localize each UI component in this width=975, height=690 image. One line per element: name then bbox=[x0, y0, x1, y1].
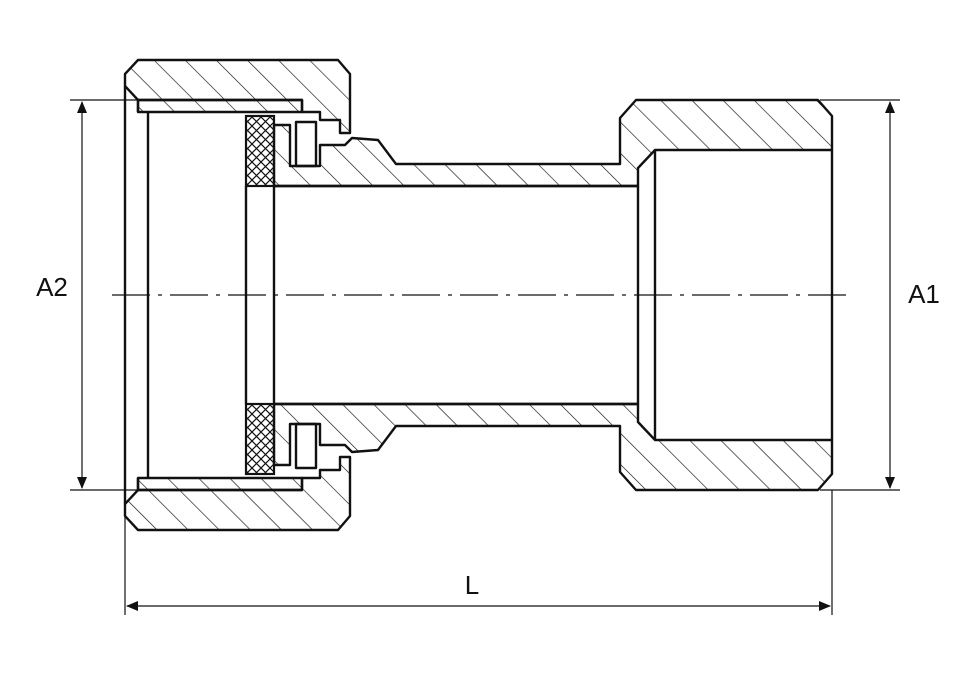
ring-bottom-section bbox=[294, 422, 318, 470]
dimension-l: L bbox=[124, 490, 833, 615]
union-nut bbox=[123, 58, 352, 532]
dimension-a2: A2 bbox=[36, 99, 300, 491]
ring-top-section bbox=[294, 120, 318, 168]
dimension-a1: A1 bbox=[820, 99, 940, 491]
nut-top-lip-section bbox=[136, 98, 304, 114]
nut-bottom-wall-section bbox=[123, 455, 352, 532]
body-top-wall-section bbox=[272, 98, 834, 188]
nut-bottom-lip-section bbox=[136, 476, 304, 492]
body-bottom-wall-section bbox=[272, 402, 834, 492]
gasket-top-section bbox=[244, 114, 276, 188]
dimension-label-a1: A1 bbox=[908, 279, 940, 309]
dimension-label-l: L bbox=[465, 570, 479, 600]
flat-gasket bbox=[244, 114, 276, 476]
gasket-bottom-section bbox=[244, 402, 276, 476]
dimension-label-a2: A2 bbox=[36, 272, 68, 302]
nut-top-wall-section bbox=[123, 58, 352, 135]
